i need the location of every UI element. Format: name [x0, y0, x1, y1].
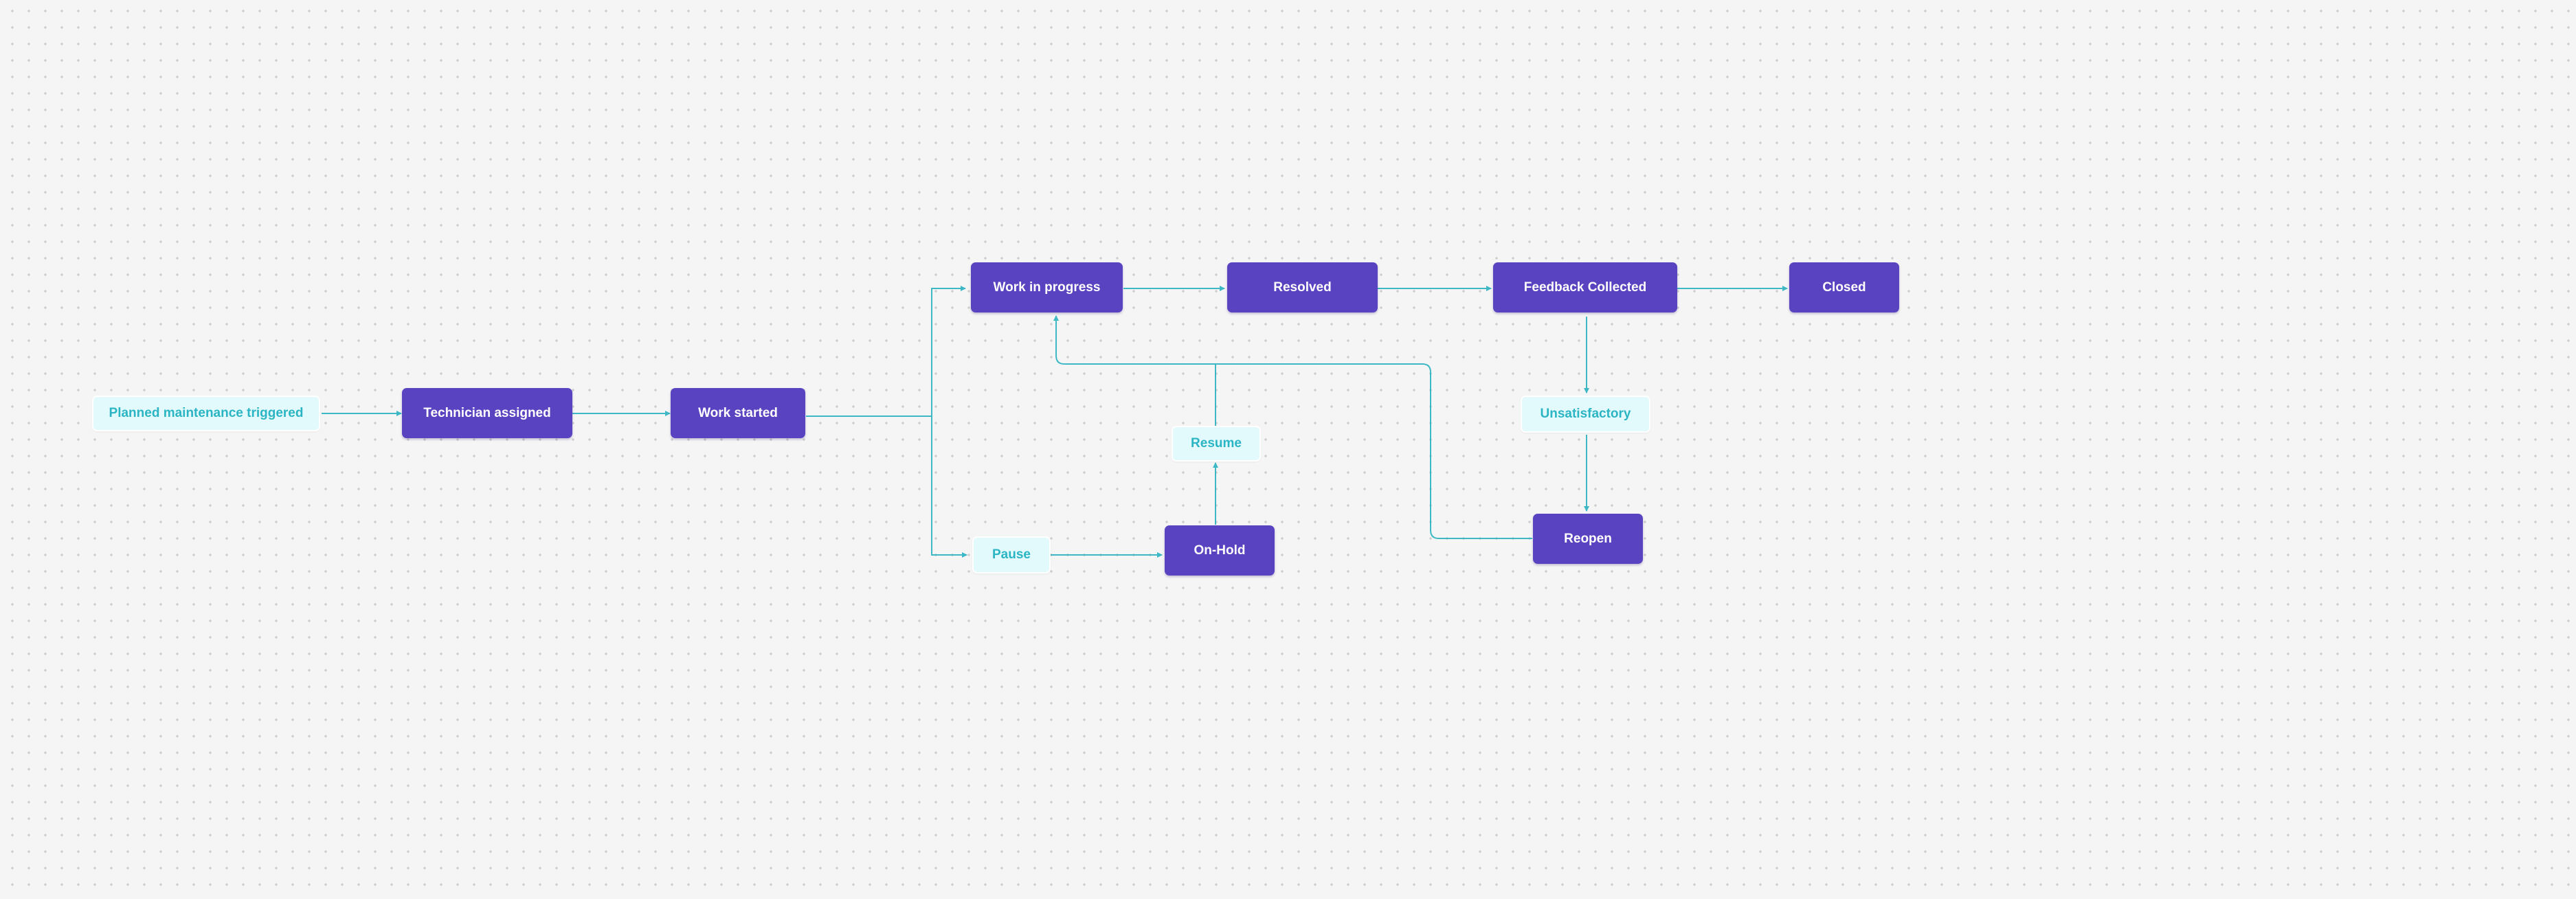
- state-work-started[interactable]: Work started: [671, 388, 805, 438]
- state-technician-assigned[interactable]: Technician assigned: [402, 388, 572, 438]
- state-resolved[interactable]: Resolved: [1227, 262, 1378, 312]
- event-pause[interactable]: Pause: [972, 536, 1051, 573]
- state-feedback-collected[interactable]: Feedback Collected: [1493, 262, 1677, 312]
- event-planned-maintenance-triggered[interactable]: Planned maintenance triggered: [92, 396, 320, 431]
- state-reopen[interactable]: Reopen: [1533, 514, 1643, 564]
- event-unsatisfactory[interactable]: Unsatisfactory: [1521, 396, 1650, 433]
- state-closed[interactable]: Closed: [1789, 262, 1899, 312]
- state-on-hold[interactable]: On-Hold: [1165, 525, 1275, 576]
- edge-split-to-work-in-progress: [931, 286, 966, 555]
- edge-split-to-pause: [931, 416, 967, 558]
- event-resume[interactable]: Resume: [1172, 426, 1261, 462]
- edge-reopen-to-work-in-progress: [1053, 315, 1532, 539]
- state-work-in-progress[interactable]: Work in progress: [971, 262, 1123, 312]
